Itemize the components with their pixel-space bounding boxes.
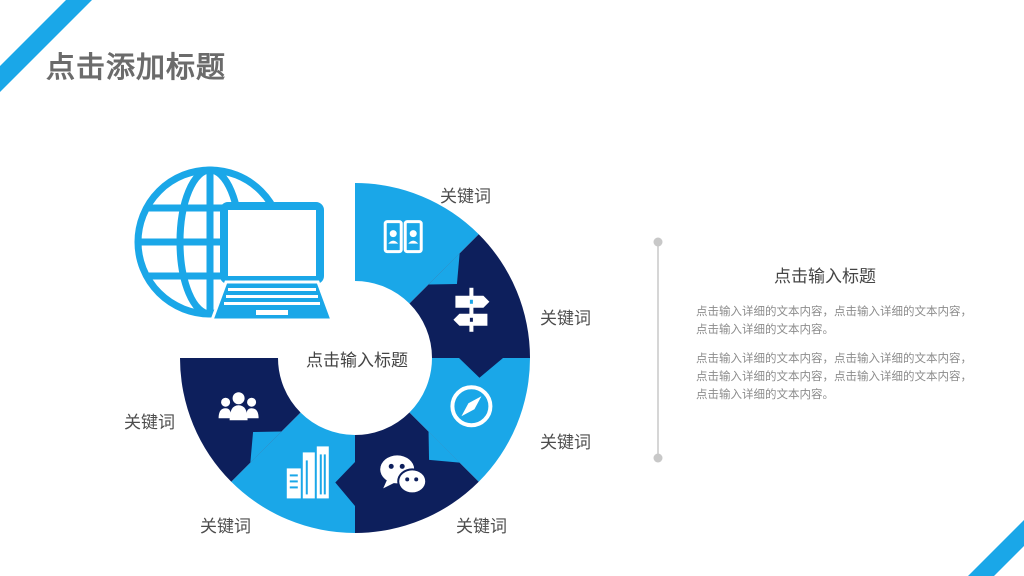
compass-icon <box>450 385 493 428</box>
keyword-label[interactable]: 关键词 <box>540 433 591 453</box>
page-title[interactable]: 点击添加标题 <box>46 50 227 84</box>
keyword-label[interactable]: 关键词 <box>200 517 251 537</box>
segment-arrow <box>428 253 460 285</box>
center-title[interactable]: 点击输入标题 <box>306 351 408 371</box>
keyword-label[interactable]: 关键词 <box>540 309 591 329</box>
panel-paragraph[interactable]: 点击输入详细的文本内容，点击输入详细的文本内容，点击输入详细的文本内容，点击输入… <box>696 351 972 401</box>
ring-segment <box>409 358 531 482</box>
segment-arrow <box>335 462 355 506</box>
wechat-chat-icon <box>380 455 428 495</box>
segment-arrow <box>459 358 503 378</box>
keyword-label[interactable]: 关键词 <box>124 413 175 433</box>
team-icon <box>218 392 259 421</box>
panel-title[interactable]: 点击输入标题 <box>774 267 876 287</box>
buildings-icon <box>286 446 329 499</box>
keyword-label[interactable]: 关键词 <box>440 187 491 207</box>
ring-segment <box>180 358 301 482</box>
corner-decoration-top-left <box>0 0 92 92</box>
segment-arrow <box>250 431 282 463</box>
segment-arrow <box>428 431 460 463</box>
signpost-icon <box>453 287 490 332</box>
panel-paragraph[interactable]: 点击输入详细的文本内容，点击输入详细的文本内容，点击输入详细的文本内容。 <box>696 304 972 336</box>
ring-segment <box>409 234 531 358</box>
vertical-divider <box>653 237 663 463</box>
corner-decoration-bottom-right <box>968 520 1024 576</box>
keyword-label[interactable]: 关键词 <box>456 517 507 537</box>
globe-laptop-icon <box>134 166 335 322</box>
mobile-contacts-icon <box>383 220 423 254</box>
